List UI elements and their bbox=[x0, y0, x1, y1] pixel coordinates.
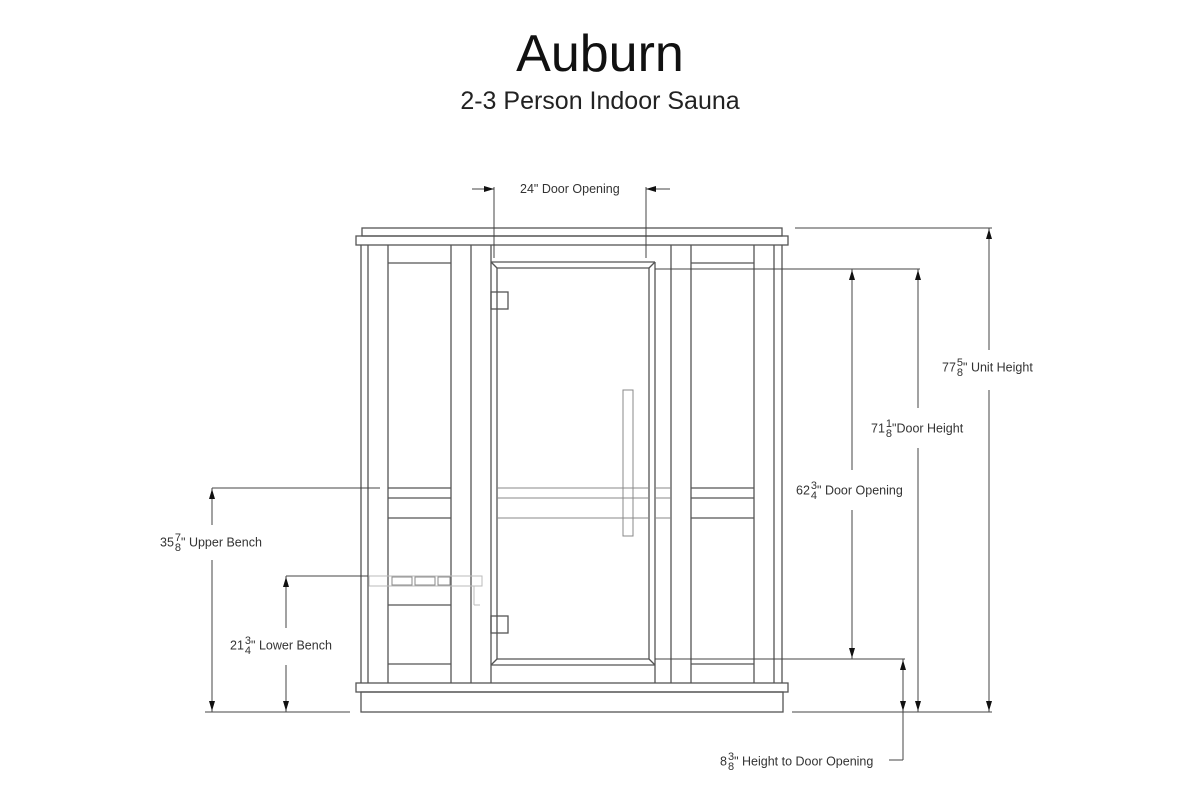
label-unit: " bbox=[181, 535, 186, 550]
dimension-door-height bbox=[655, 268, 921, 712]
dimension-door-opening-height bbox=[655, 269, 905, 660]
page-subtitle: 2-3 Person Indoor Sauna bbox=[460, 87, 740, 115]
label-unit: " bbox=[251, 638, 256, 653]
base-plinth bbox=[355, 682, 789, 713]
numerator: 5 bbox=[956, 357, 964, 369]
denominator: 8 bbox=[956, 367, 964, 379]
dimension-upper-bench bbox=[205, 487, 380, 713]
top-crown bbox=[355, 227, 789, 246]
label-text: Height to Door Opening bbox=[742, 754, 874, 769]
dimension-lower-bench bbox=[283, 575, 368, 712]
numerator: 3 bbox=[244, 635, 252, 647]
left-panel-rails bbox=[388, 262, 451, 665]
label-text: Door Opening bbox=[824, 483, 903, 498]
label-text: Door Opening bbox=[541, 182, 620, 196]
lower-bench-slats bbox=[368, 575, 483, 606]
label-door-opening-width: 24" Door Opening bbox=[518, 182, 622, 196]
label-whole: 71 bbox=[871, 421, 885, 436]
numerator: 3 bbox=[727, 751, 735, 763]
label-whole: 24 bbox=[520, 182, 534, 196]
door-hinges bbox=[490, 291, 509, 634]
denominator: 8 bbox=[885, 428, 893, 440]
dimension-door-opening-width bbox=[472, 186, 670, 258]
denominator: 8 bbox=[174, 542, 182, 554]
dimension-unit-height bbox=[792, 227, 992, 713]
page-title: Auburn bbox=[516, 25, 684, 83]
numerator: 3 bbox=[810, 480, 818, 492]
denominator: 8 bbox=[727, 761, 735, 773]
right-panel-rails bbox=[655, 262, 754, 665]
door bbox=[490, 261, 656, 683]
label-whole: 62 bbox=[796, 483, 810, 498]
label-unit: " bbox=[533, 182, 539, 196]
label-whole: 8 bbox=[720, 754, 727, 769]
label-text: Upper Bench bbox=[188, 535, 262, 550]
label-text: Door Height bbox=[896, 421, 964, 436]
label-whole: 35 bbox=[160, 535, 174, 550]
label-text: Unit Height bbox=[970, 360, 1033, 375]
dimension-height-to-door-opening bbox=[889, 659, 906, 761]
hinge-bottom bbox=[490, 615, 509, 634]
right-frame-posts bbox=[670, 245, 783, 683]
hinge-top bbox=[490, 291, 509, 310]
numerator: 1 bbox=[885, 418, 893, 430]
denominator: 4 bbox=[810, 490, 818, 502]
left-frame-posts bbox=[360, 245, 492, 683]
door-handle bbox=[622, 389, 634, 537]
label-whole: 21 bbox=[230, 638, 244, 653]
numerator: 7 bbox=[174, 532, 182, 544]
label-unit: " bbox=[892, 421, 897, 436]
denominator: 4 bbox=[244, 645, 252, 657]
label-unit: " bbox=[734, 754, 739, 769]
label-text: Lower Bench bbox=[258, 638, 332, 653]
label-unit: " bbox=[963, 360, 968, 375]
label-whole: 77 bbox=[942, 360, 956, 375]
label-unit: " bbox=[817, 483, 822, 498]
